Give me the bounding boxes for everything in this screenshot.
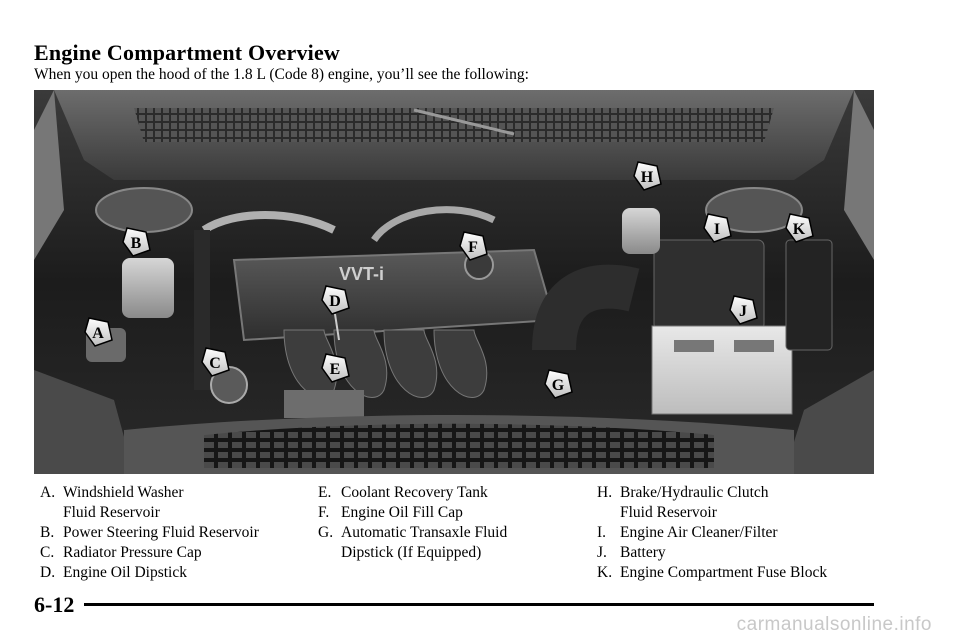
page-title: Engine Compartment Overview [34, 40, 341, 65]
callout-j: J [729, 295, 758, 325]
callout-g: G [544, 369, 573, 399]
watermark: carmanualsonline.info [736, 614, 932, 635]
legend-item-e: E. Coolant Recovery Tank [318, 483, 583, 503]
left-fender [34, 90, 64, 260]
legend-column-1: A. Windshield Washer Fluid Reservoir B. … [40, 483, 305, 583]
svg-text:E: E [330, 361, 341, 378]
svg-text:A: A [92, 325, 104, 342]
callout-k: K [785, 213, 814, 243]
legend-item-g: G. Automatic Transaxle Fluid Dipstick (I… [318, 523, 583, 563]
legend-letter: A. [40, 484, 56, 501]
legend-column-3: H. Brake/Hydraulic Clutch Fluid Reservoi… [597, 483, 897, 583]
svg-text:K: K [793, 221, 806, 238]
battery-label [734, 340, 774, 352]
callout-f: F [459, 231, 488, 261]
legend-letter: G. [318, 524, 334, 541]
svg-text:D: D [329, 293, 341, 310]
svg-text:J: J [739, 303, 747, 320]
legend-item-i: I. Engine Air Cleaner/Filter [597, 523, 897, 543]
legend-letter: F. [318, 504, 330, 521]
wiper-arm [413, 108, 515, 136]
legend-letter: D. [40, 564, 56, 581]
power-steering-reservoir [122, 258, 174, 318]
legend-item-c: C. Radiator Pressure Cap [40, 543, 305, 563]
hose [371, 206, 496, 243]
hose [201, 211, 336, 234]
coolant-recovery-tank [284, 390, 364, 418]
svg-text:F: F [468, 239, 478, 256]
callout-c: C [201, 347, 230, 377]
right-strut-tower [705, 187, 803, 233]
callout-i: I [703, 213, 732, 243]
right-headlight [784, 370, 874, 474]
brake-fluid-reservoir [622, 208, 660, 254]
legend-item-b: B. Power Steering Fluid Reservoir [40, 523, 305, 543]
legend-text-continued: Fluid Reservoir [63, 504, 160, 521]
legend-letter: C. [40, 544, 55, 561]
legend-letter: E. [318, 484, 332, 501]
footer-rule [84, 603, 874, 606]
battery [651, 325, 793, 415]
callout-a: A [84, 317, 113, 347]
legend-text-continued: Dipstick (If Equipped) [341, 544, 482, 561]
air-intake-duct [532, 264, 640, 352]
legend-text: Battery [620, 544, 666, 561]
front-grille [204, 423, 714, 468]
svg-text:G: G [552, 377, 565, 394]
legend-text: Engine Air Cleaner/Filter [620, 524, 778, 541]
legend-letter: H. [597, 484, 613, 501]
cowl-vent [134, 108, 774, 142]
legend-item-a: A. Windshield Washer Fluid Reservoir [40, 483, 305, 523]
legend-letter: J. [597, 544, 607, 561]
legend-text: Automatic Transaxle Fluid [341, 524, 508, 541]
intro-text: When you open the hood of the 1.8 L (Cod… [34, 66, 529, 83]
left-headlight [34, 370, 134, 474]
left-strut-tower [95, 187, 193, 233]
legend-text: Radiator Pressure Cap [63, 544, 202, 561]
callout-e: E [321, 353, 350, 383]
svg-text:I: I [714, 221, 720, 238]
legend-text: Power Steering Fluid Reservoir [63, 524, 259, 541]
right-fender [844, 90, 874, 260]
page-number: 6-12 [34, 592, 75, 617]
legend-item-k: K. Engine Compartment Fuse Block [597, 563, 897, 583]
legend-letter: K. [597, 564, 613, 581]
legend-column-2: E. Coolant Recovery Tank F. Engine Oil F… [318, 483, 583, 563]
legend-item-f: F. Engine Oil Fill Cap [318, 503, 583, 523]
legend-item-j: J. Battery [597, 543, 897, 563]
engine-compartment-photo: VVT-i A [34, 90, 874, 474]
legend-text: Brake/Hydraulic Clutch [620, 484, 769, 501]
svg-text:H: H [641, 169, 654, 186]
intake-manifold [283, 329, 488, 398]
legend-text-continued: Fluid Reservoir [620, 504, 717, 521]
callout-d: D [321, 285, 350, 341]
legend-item-d: D. Engine Oil Dipstick [40, 563, 305, 583]
legend-text: Engine Oil Dipstick [63, 564, 187, 581]
legend-text: Engine Compartment Fuse Block [620, 564, 828, 581]
legend-letter: I. [597, 524, 607, 541]
engine-badge: VVT-i [339, 264, 384, 284]
svg-text:C: C [209, 355, 221, 372]
legend-text: Windshield Washer [63, 484, 184, 501]
legend-letter: B. [40, 524, 55, 541]
svg-text:B: B [131, 235, 142, 252]
legend-item-h: H. Brake/Hydraulic Clutch Fluid Reservoi… [597, 483, 897, 523]
legend-text: Coolant Recovery Tank [341, 484, 488, 501]
fuse-block [785, 239, 833, 351]
battery-label [674, 340, 714, 352]
legend-text: Engine Oil Fill Cap [341, 504, 463, 521]
callout-b: B [122, 227, 151, 257]
callout-h: H [633, 161, 662, 191]
